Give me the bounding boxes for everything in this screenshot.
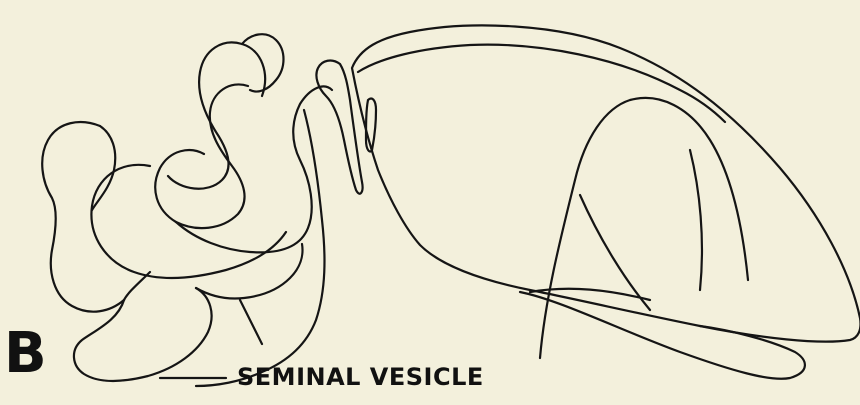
small-process — [366, 98, 376, 151]
tube-inner-curve — [91, 165, 286, 278]
bulb-lower-2 — [124, 272, 150, 300]
seminal-vesicle-label: SEMINAL VESICLE — [237, 365, 484, 389]
bulb-lower — [74, 288, 212, 381]
inner-arch — [540, 98, 748, 358]
ventral-lobe — [520, 292, 805, 379]
connector-stalk — [196, 110, 324, 386]
duct-line — [240, 300, 262, 344]
left-lobe — [42, 122, 124, 312]
left-lobe-inner — [92, 126, 115, 210]
neck-projection — [316, 61, 362, 194]
dorsal-line — [358, 45, 725, 122]
body-outline — [352, 25, 860, 341]
coiled-tube-outer — [168, 42, 265, 188]
coiled-tube — [155, 84, 248, 228]
inner-arch-line-2 — [690, 150, 702, 290]
panel-letter: B — [4, 326, 47, 382]
